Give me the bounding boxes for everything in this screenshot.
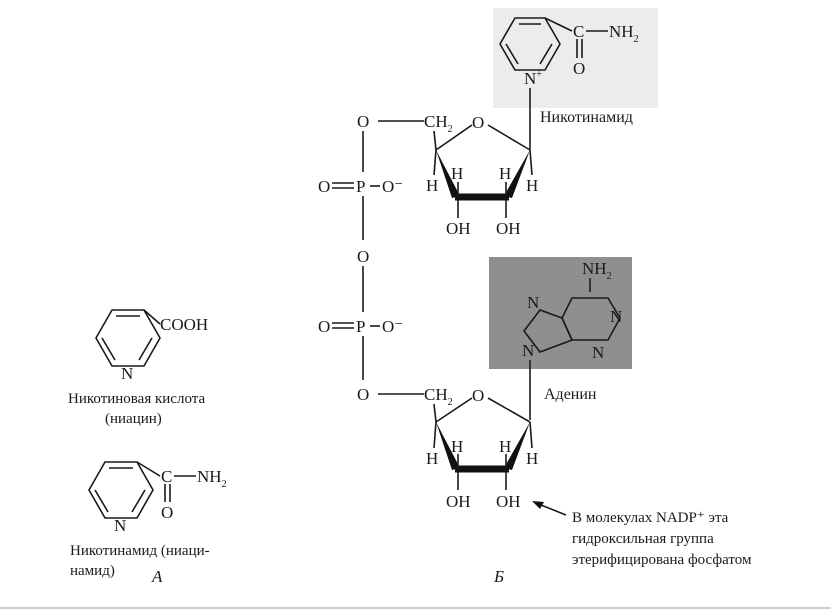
lower-ribose: CH2 O H H H H OH OH xyxy=(424,385,538,511)
ch2-group: CH2 xyxy=(424,112,453,135)
nicotinic-acid-caption-2: (ниацин) xyxy=(105,411,162,427)
nicotinamide-caption: Никотинамид (ниаци- xyxy=(70,543,210,559)
hydroxyl: OH xyxy=(496,219,521,238)
ch2-group: CH2 xyxy=(424,385,453,408)
nicotinic-acid-caption: Никотиновая кислота xyxy=(68,391,205,407)
hydroxyl-2prime: OH xyxy=(496,492,521,511)
h-atom: H xyxy=(499,437,511,456)
panel-a: COOH N Никотиновая кислота (ниацин) C NH… xyxy=(68,309,227,586)
pyridine-ring xyxy=(95,309,161,367)
hydroxyl: OH xyxy=(446,492,471,511)
phosphorus: P xyxy=(356,317,365,336)
phosphate-o-minus: O⁻ xyxy=(382,177,403,196)
upper-ribose: CH2 O H H H H OH OH xyxy=(378,112,538,238)
h-atom: H xyxy=(451,437,463,456)
h-atom: H xyxy=(426,176,438,195)
adenine-n3: N xyxy=(592,343,604,362)
carboxamide-nh2: NH2 xyxy=(609,22,639,45)
phosphoryl-oxygen: O xyxy=(318,317,330,336)
nicotinamide-moiety: C NH2 O N+ Никотинамид xyxy=(499,17,639,150)
adenine-n9: N xyxy=(522,341,534,360)
arrow-head-icon xyxy=(532,501,544,509)
note-line-3: этерифицирована фосфатом xyxy=(572,552,752,568)
panel-a-letter: А xyxy=(151,567,163,586)
nicotinamide-caption-2: намид) xyxy=(70,563,115,579)
hydroxyl: OH xyxy=(446,219,471,238)
h-atom: H xyxy=(426,449,438,468)
bridge-oxygen: O xyxy=(357,385,369,404)
amide-oxygen: O xyxy=(161,503,173,522)
carboxamide-oxygen: O xyxy=(573,59,585,78)
bridge-oxygen: O xyxy=(357,112,369,131)
ring-oxygen: O xyxy=(472,386,484,405)
ring-nitrogen: N xyxy=(114,516,126,535)
panel-b: C NH2 O N+ Никотинамид CH2 O H H xyxy=(318,8,752,586)
pyridine-ring xyxy=(88,461,154,519)
nicotinamide-label: Никотинамид xyxy=(540,109,633,126)
pyrophosphate: O O P O⁻ O O P O⁻ O xyxy=(318,112,424,404)
adenine-nh2: NH2 xyxy=(582,259,612,282)
adenine-n7: N xyxy=(527,293,539,312)
h-atom: H xyxy=(499,164,511,183)
adenine-moiety: NH2 N N N N Аденин xyxy=(489,257,632,420)
note-line-2: гидроксильная группа xyxy=(572,531,714,547)
adenine-highlight xyxy=(489,257,632,369)
amide-nh2: NH2 xyxy=(197,467,227,490)
ring-oxygen: O xyxy=(472,113,484,132)
phosphorus: P xyxy=(356,177,365,196)
h-atom: H xyxy=(526,176,538,195)
nicotinic-acid-structure: COOH N Никотиновая кислота (ниацин) xyxy=(68,309,208,427)
cooh-group: COOH xyxy=(160,315,208,334)
note-line-1: В молекулах NADP⁺ эта xyxy=(572,510,729,526)
h-atom: H xyxy=(451,164,463,183)
adenine-n1: N xyxy=(610,307,622,326)
pyridinium-nitrogen: N+ xyxy=(524,69,542,88)
adenine-label: Аденин xyxy=(544,386,597,403)
amide-carbon: C xyxy=(161,467,172,486)
phosphoryl-oxygen: O xyxy=(318,177,330,196)
imidazole-ring xyxy=(522,309,574,353)
panel-b-letter: Б xyxy=(493,567,504,586)
nicotinamide-structure: C NH2 O N Никотинамид (ниаци- намид) А xyxy=(70,461,227,586)
ring-nitrogen: N xyxy=(121,364,133,383)
nadp-note: В молекулах NADP⁺ эта гидроксильная груп… xyxy=(532,501,752,568)
phosphate-o-minus: O⁻ xyxy=(382,317,403,336)
anhydride-oxygen: O xyxy=(357,247,369,266)
carboxamide-carbon: C xyxy=(573,22,584,41)
h-atom: H xyxy=(526,449,538,468)
